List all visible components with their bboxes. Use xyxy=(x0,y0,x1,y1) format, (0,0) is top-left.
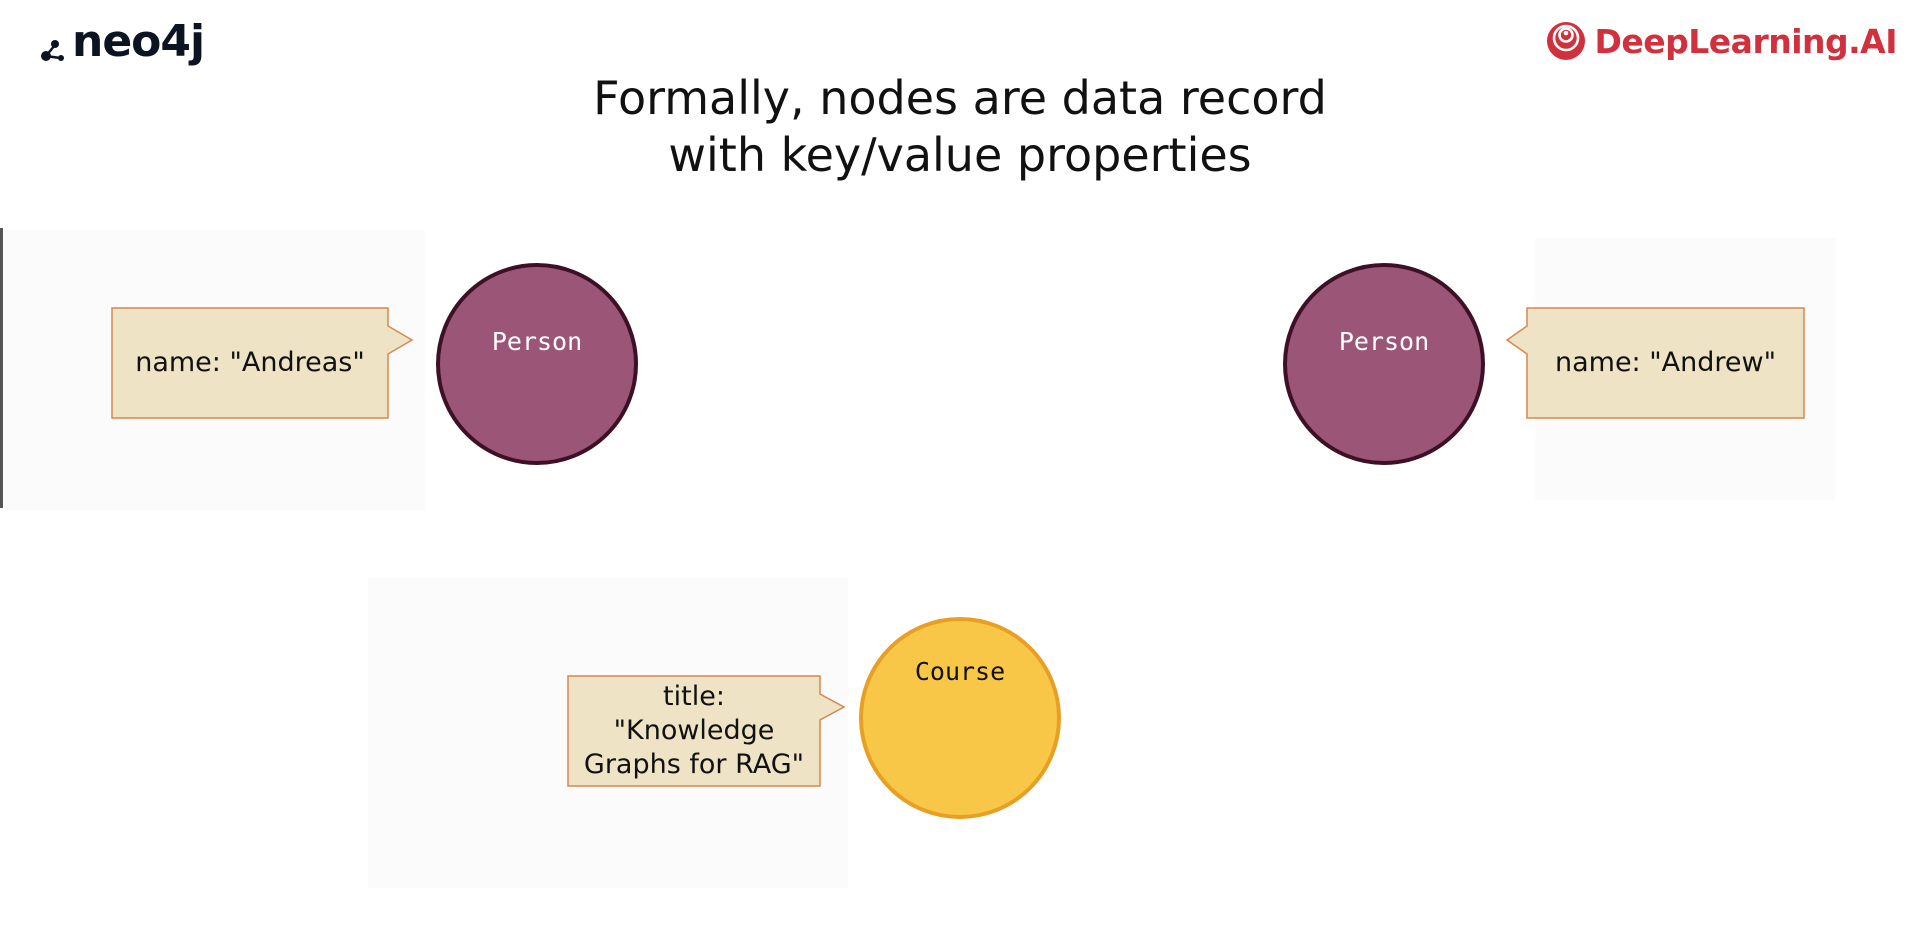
slide-title-line-1: Formally, nodes are data record xyxy=(593,71,1327,125)
neo4j-logo: neo4j xyxy=(40,15,205,69)
deeplearning-ai-wordmark: DeepLearning.AI xyxy=(1594,21,1897,61)
node-circle-person-andreas xyxy=(436,263,638,465)
slide-title-line-2: with key/value properties xyxy=(668,128,1252,182)
property-text-andrew: name: "Andrew" xyxy=(1554,347,1776,378)
slide-title: Formally, nodes are data record with key… xyxy=(430,70,1490,184)
deeplearning-ai-icon xyxy=(1547,22,1586,60)
neo4j-wordmark: neo4j xyxy=(72,16,205,67)
node-label-person-andreas: Person xyxy=(491,327,583,356)
node-label-person-andrew: Person xyxy=(1338,327,1430,356)
node-circle-course xyxy=(859,617,1061,819)
node-label-course: Course xyxy=(914,657,1006,686)
neo4j-graph-icon xyxy=(41,40,64,61)
property-text-andreas: name: "Andreas" xyxy=(135,347,365,378)
deeplearning-ai-logo: DeepLearning.AI xyxy=(1546,18,1897,64)
callout-shape-andreas xyxy=(111,307,414,419)
node-circle-person-andrew xyxy=(1283,263,1485,465)
property-text-course: title: "Knowledge Graphs for RAG" xyxy=(583,681,805,780)
callout-shape-andrew xyxy=(1505,307,1805,419)
callout-shape-course xyxy=(567,675,846,787)
left-edge-marker xyxy=(0,228,3,508)
